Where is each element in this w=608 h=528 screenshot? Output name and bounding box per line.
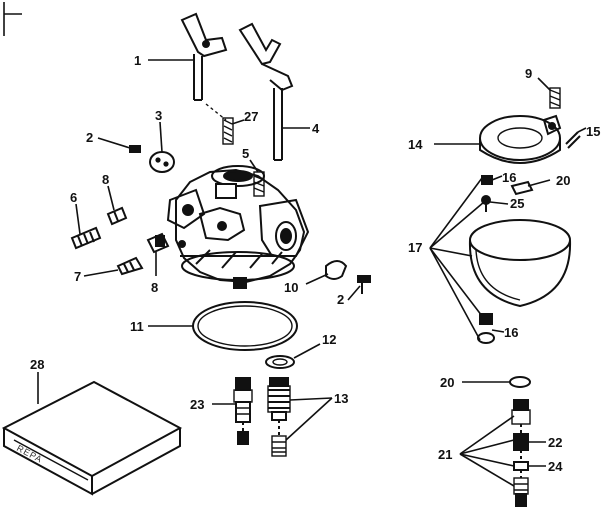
part-3-leader xyxy=(159,121,163,153)
callout-25: 25 xyxy=(510,196,524,211)
callout-22: 22 xyxy=(548,435,562,450)
part-13-bowl-nut xyxy=(267,377,291,457)
callout-15: 15 xyxy=(586,124,600,139)
part-25-needle xyxy=(481,195,491,212)
part-12-washer xyxy=(265,355,295,369)
callout-1: 1 xyxy=(134,53,141,68)
part-21-leaders xyxy=(459,415,515,487)
callout-13: 13 xyxy=(334,391,348,406)
callout-21: 21 xyxy=(438,447,452,462)
callout-24: 24 xyxy=(548,459,563,474)
carburetor-body xyxy=(166,165,310,289)
callout-8-upper: 8 xyxy=(102,172,109,187)
part-27-spring xyxy=(222,117,234,145)
callout-5: 5 xyxy=(242,146,249,161)
callout-9: 9 xyxy=(525,66,532,81)
main-jet-stack xyxy=(511,399,531,507)
part-8-fitting-upper xyxy=(106,206,128,226)
callout-14: 14 xyxy=(408,137,423,152)
callout-4: 4 xyxy=(312,121,320,136)
callout-17: 17 xyxy=(408,240,422,255)
callout-16-upper: 16 xyxy=(502,170,516,185)
repair-kit-box-label: REPA xyxy=(15,443,44,465)
part-20-upper-leader xyxy=(527,179,551,187)
part-16-fitting-upper xyxy=(481,175,493,185)
part-4-throttle-lever xyxy=(238,22,294,161)
part-27-leader xyxy=(205,103,245,125)
float xyxy=(468,219,572,308)
callout-12: 12 xyxy=(322,332,336,347)
callout-3: 3 xyxy=(155,108,162,123)
part-6-needle-screw xyxy=(70,226,102,250)
callout-10: 10 xyxy=(284,280,298,295)
part-16-fitting-lower xyxy=(477,313,495,344)
part-17-leaders xyxy=(429,177,485,341)
part-11-gasket xyxy=(192,301,298,351)
callout-23: 23 xyxy=(190,397,204,412)
part-9-leader xyxy=(537,77,551,91)
callout-7: 7 xyxy=(74,269,81,284)
part-12-leader xyxy=(293,343,321,359)
part-10-choke-plate xyxy=(325,260,348,280)
callout-8-lower: 8 xyxy=(151,280,158,295)
part-7-leader xyxy=(83,269,119,277)
part-2-lower-leader xyxy=(347,285,361,301)
corner-marks xyxy=(3,2,22,36)
callout-20-lower: 20 xyxy=(440,375,454,390)
callout-11: 11 xyxy=(130,319,144,334)
part-10-leader xyxy=(305,273,329,285)
callout-2-upper: 2 xyxy=(86,130,93,145)
callout-6: 6 xyxy=(70,190,77,205)
part-2-screw-upper xyxy=(129,145,141,153)
callout-20-upper: 20 xyxy=(556,173,570,188)
callout-28: 28 xyxy=(30,357,44,372)
callout-2-lower: 2 xyxy=(337,292,344,307)
part-2-upper-leader xyxy=(97,137,131,149)
part-8-upper-leader xyxy=(107,185,115,211)
part-16-lower-leader xyxy=(491,329,505,333)
part-2-screw-lower xyxy=(357,275,371,294)
part-7-idle-needle xyxy=(116,256,144,276)
part-6-leader xyxy=(75,203,81,235)
part-23-jet xyxy=(233,377,253,445)
part-15-leader xyxy=(577,127,587,133)
part-14-float-ring xyxy=(479,114,562,164)
part-20-clip-lower xyxy=(509,376,531,388)
part-13-leaders xyxy=(285,397,333,441)
callout-27: 27 xyxy=(244,109,258,124)
part-1-choke-lever xyxy=(180,12,228,101)
part-20-clip-upper xyxy=(510,180,534,196)
part-8-fitting-lower xyxy=(146,232,186,254)
part-16-upper-leader xyxy=(491,175,503,181)
part-5-leader xyxy=(249,159,259,173)
part-28-repair-kit-box xyxy=(1,380,183,496)
part-15-pin xyxy=(565,131,581,149)
part-9-spring xyxy=(549,87,561,109)
callout-16-lower: 16 xyxy=(504,325,518,340)
part-3-throttle-plate xyxy=(149,151,175,173)
part-25-leader xyxy=(489,201,509,205)
